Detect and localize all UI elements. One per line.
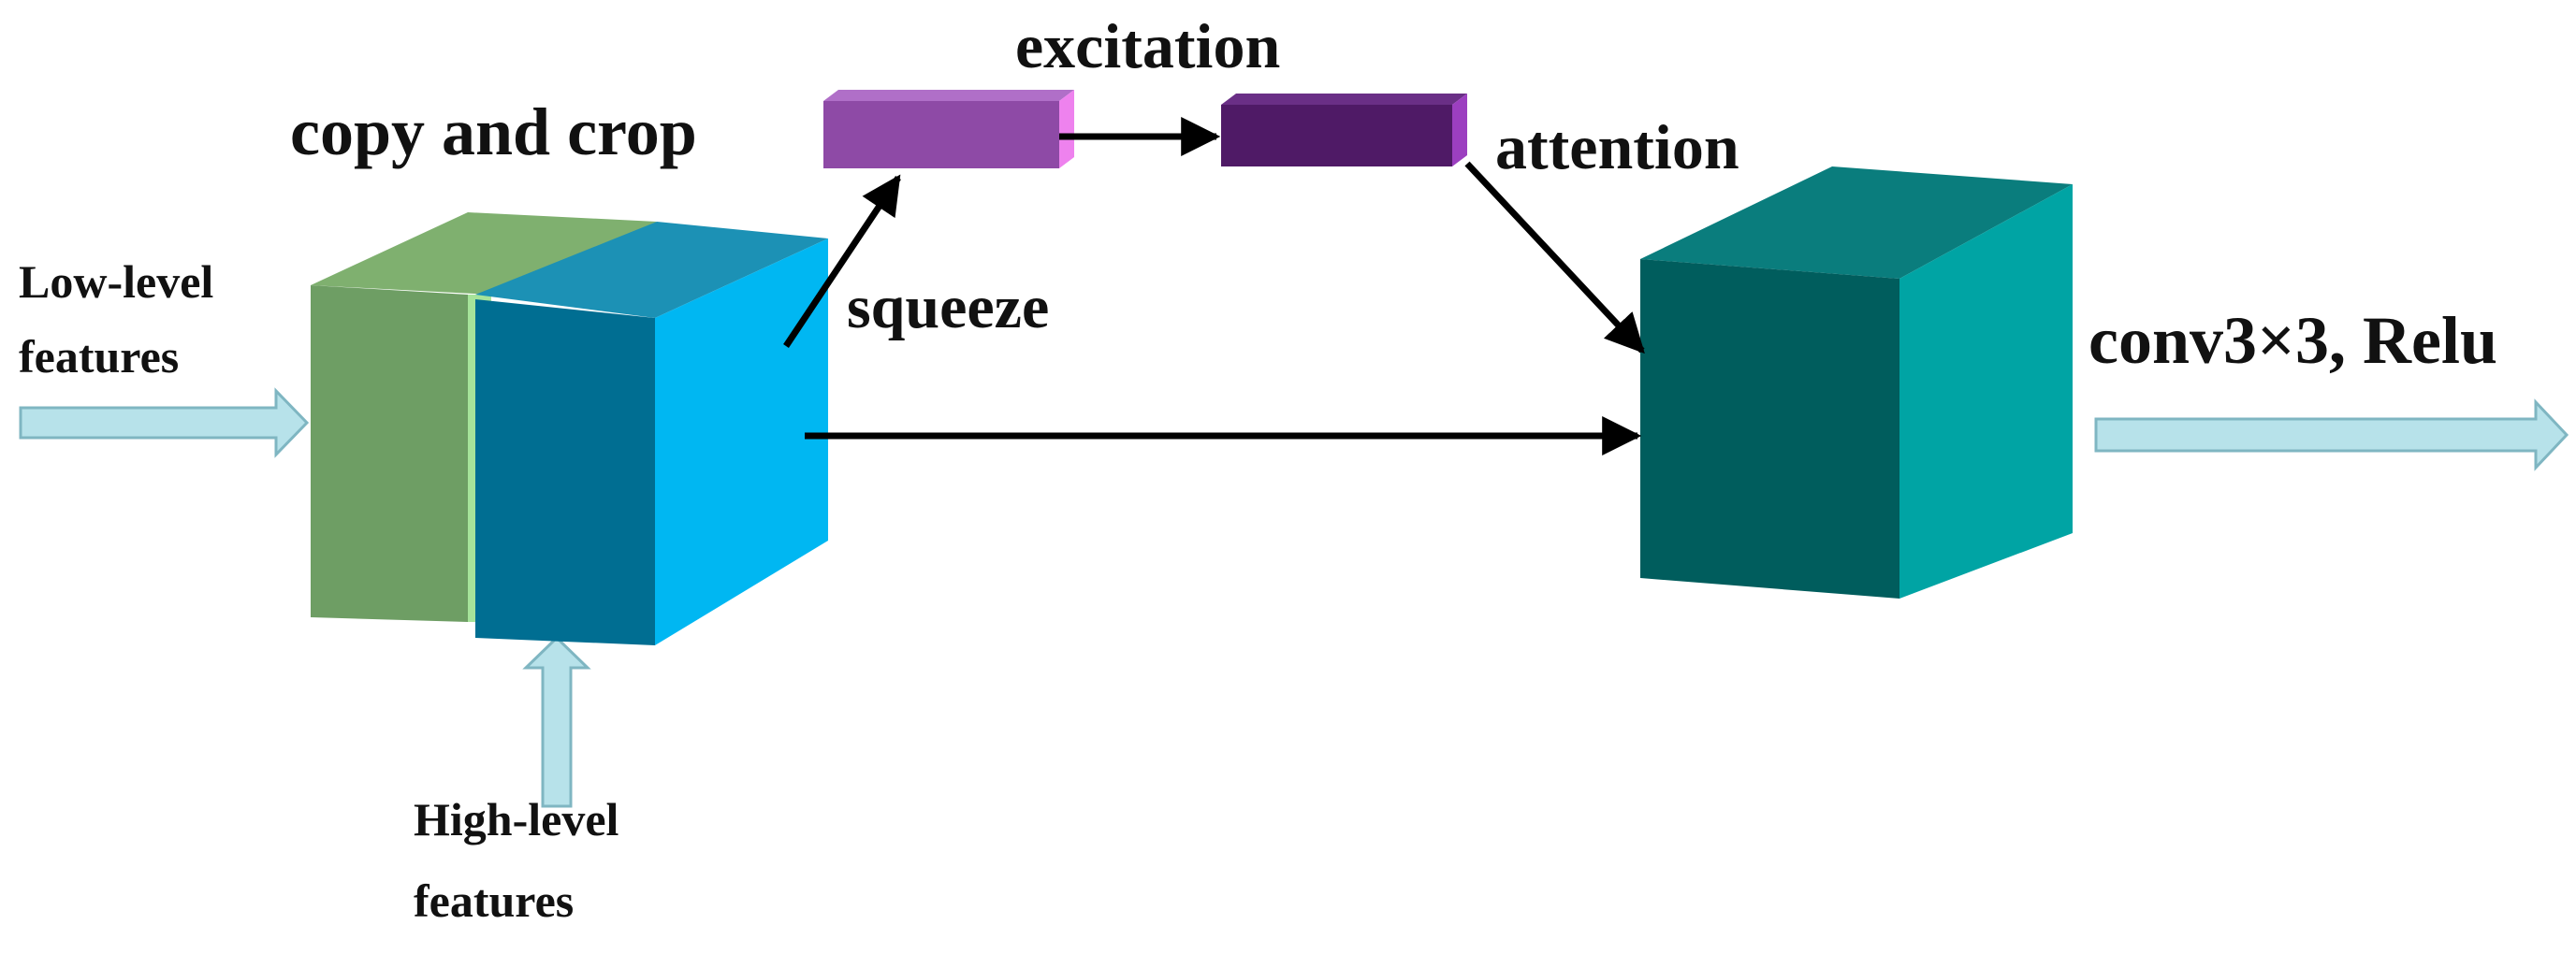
squeeze-label: squeeze [847, 273, 1049, 341]
copy-and-crop-label: copy and crop [290, 94, 697, 169]
squeeze-arrow [783, 174, 901, 348]
output-feature-cube [1640, 166, 2073, 599]
low-level-label-line1: Low-level [19, 255, 213, 308]
high-level-input-arrow [522, 635, 591, 808]
output-arrow [2094, 398, 2569, 471]
output-label: conv3×3, Relu [2088, 303, 2497, 378]
high-level-label-line2: features [414, 874, 574, 927]
squeeze-bar [823, 90, 1074, 168]
excitation-bar [1221, 94, 1467, 166]
excitation-label: excitation [1015, 10, 1280, 81]
high-level-feature-block [475, 222, 828, 645]
high-level-label-line1: High-level [414, 793, 619, 845]
attention-arrow [1464, 161, 1645, 354]
low-level-label-line2: features [19, 330, 179, 383]
low-level-feature-block [311, 212, 657, 622]
attention-label: attention [1495, 111, 1739, 182]
low-level-input-arrow [19, 387, 310, 458]
